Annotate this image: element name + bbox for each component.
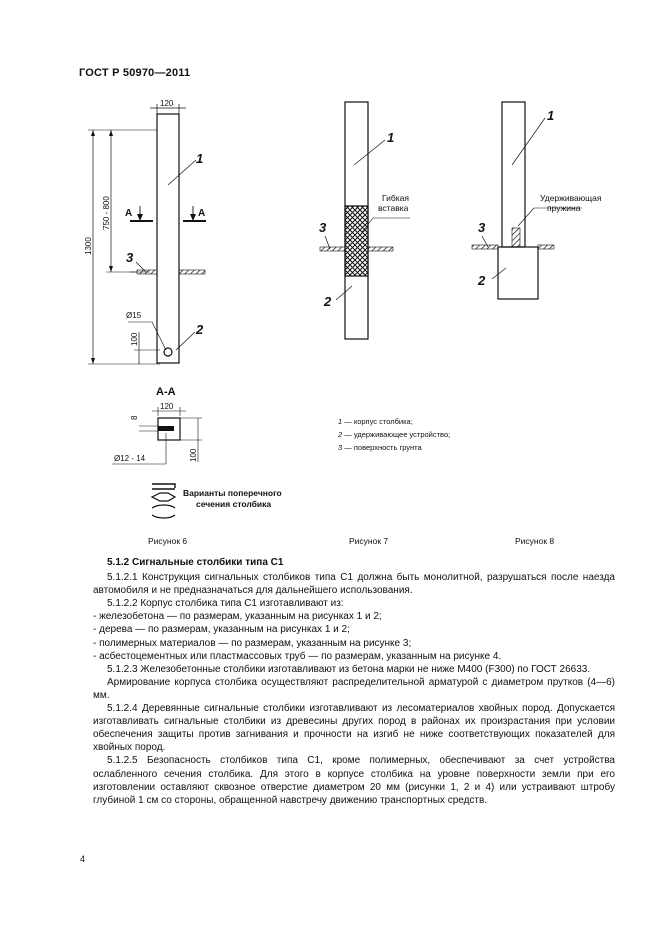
flexible-insert — [344, 205, 369, 277]
legend-text-3: — поверхность грунта — [342, 443, 422, 452]
legend-num-2: 2 — [337, 430, 343, 439]
hole — [163, 347, 173, 357]
paragraph: 5.1.2.5 Безопасность столбиков типа С1, … — [93, 755, 615, 806]
list-item: - асбестоцементных или пластмассовых тру… — [93, 650, 502, 662]
hole-label: Ø15 — [126, 311, 142, 320]
page-number: 4 — [80, 854, 86, 864]
sec-small: 8 — [130, 415, 139, 420]
legend-text-1: — корпус столбика; — [342, 417, 413, 426]
fig8-callout-3: 3 — [478, 220, 486, 235]
insert-label-1: Гибкая — [382, 193, 409, 203]
section-mark-left: A — [125, 208, 132, 219]
spring-label-2: пружина — [547, 203, 581, 213]
figure-7: 1 Гибкая вставка 3 2 — [319, 101, 410, 340]
svg-text:1 — корпус столбика;: 1 — корпус столбика; — [338, 417, 413, 426]
dim-mid: 750 - 800 — [102, 196, 111, 230]
legend-text-2: — удерживающее устройство; — [342, 430, 450, 439]
body-text: 5.1.2 Сигнальные столбики типа С1 5.1.2.… — [93, 556, 615, 807]
fig6-callout-2: 2 — [195, 322, 204, 337]
caption-figure-8: Рисунок 8 — [515, 536, 555, 546]
cross-section-variants — [150, 483, 177, 519]
legend-num-3: 3 — [338, 443, 343, 452]
fig8-callout-1: 1 — [547, 108, 554, 123]
list-item: - полимерных материалов — по размерам, у… — [93, 637, 412, 649]
dim-total: 1300 — [84, 237, 93, 255]
dim-width: 120 — [160, 99, 174, 108]
spring — [511, 227, 521, 248]
paragraph: 5.1.2.3 Железобетонные столбики изготавл… — [107, 663, 591, 675]
insert-label-2: вставка — [378, 203, 409, 213]
figures-area: 120 1300 750 - 800 100 A — [84, 99, 602, 519]
legend-num-1: 1 — [338, 417, 342, 426]
figure-8: 1 Удерживающая пружина 3 2 — [471, 101, 602, 300]
sec-width: 120 — [160, 402, 174, 411]
fig7-callout-1: 1 — [387, 130, 394, 145]
fig7-callout-3: 3 — [319, 220, 327, 235]
document-header: ГОСТ Р 50970—2011 — [79, 67, 191, 79]
caption-figure-6: Рисунок 6 — [148, 536, 188, 546]
section-title: A-A — [156, 386, 176, 398]
fig6-callout-1: 1 — [196, 151, 203, 166]
post-body — [501, 101, 526, 248]
list-item: - дерева — по размерам, указанным на рис… — [93, 624, 350, 636]
fig7-callout-2: 2 — [323, 294, 332, 309]
variants-label-2: сечения столбика — [196, 499, 271, 509]
svg-text:2 — удерживающее устройство;: 2 — удерживающее устройство; — [337, 430, 450, 439]
figure-legend: 1 — корпус столбика; 2 — удерживающее ус… — [337, 417, 450, 452]
spring-label-1: Удерживающая — [540, 193, 602, 203]
fig8-callout-2: 2 — [477, 273, 486, 288]
holding-device — [497, 246, 539, 300]
svg-text:3 — поверхность грунта: 3 — поверхность грунта — [338, 443, 423, 452]
fig6-callout-3: 3 — [126, 250, 134, 265]
variants-label-1: Варианты поперечного — [183, 488, 282, 498]
caption-figure-7: Рисунок 7 — [349, 536, 389, 546]
section-mark-right: A — [198, 208, 205, 219]
figure-6: 120 1300 750 - 800 100 A — [84, 99, 282, 519]
paragraph: 5.1.2.1 Конструкция сигнальных столбиков… — [93, 572, 615, 597]
paragraph: 5.1.2.2 Корпус столбика типа С1 изготавл… — [107, 598, 344, 610]
dim-bottom: 100 — [130, 332, 139, 346]
list-item: - железобетона — по размерам, указанным … — [93, 611, 382, 623]
paragraph: 5.1.2.4 Деревянные сигнальные столбики и… — [93, 703, 615, 754]
sec-bar: Ø12 - 14 — [114, 454, 146, 463]
paragraph: Армирование корпуса столбика осуществляю… — [93, 676, 615, 701]
section-heading: 5.1.2 Сигнальные столбики типа С1 — [107, 557, 284, 568]
sec-height: 100 — [189, 448, 198, 462]
post-body — [156, 113, 180, 364]
